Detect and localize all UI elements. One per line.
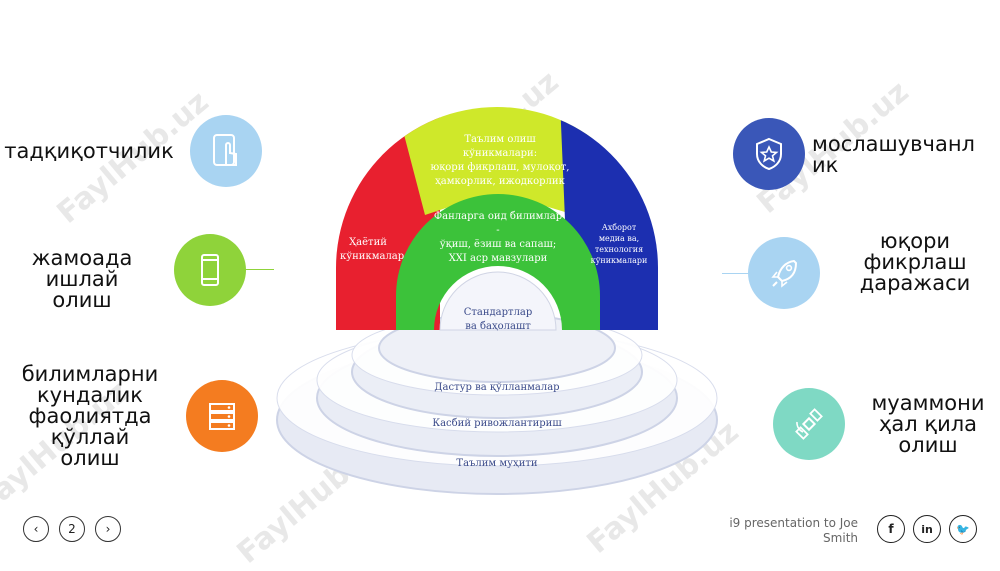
arch-green-text: Фанларга оид билимлар - ўқиш, ёзиш ва са… xyxy=(433,211,563,264)
connector-line xyxy=(722,273,750,274)
left-item-circle xyxy=(174,234,246,306)
shield-star-icon xyxy=(756,137,782,171)
arch-left-text: Ҳаётий кўникмалар xyxy=(340,237,405,262)
right-item-label: юқори фикрлаш даражаси xyxy=(859,229,971,295)
connector-line xyxy=(242,269,274,270)
ring-label: Таълим муҳити xyxy=(456,458,538,469)
presentation-credit: i9 presentation to Joe Smith xyxy=(729,516,858,545)
ring-label: Дастур ва қўлланмалар xyxy=(434,382,560,393)
server-icon xyxy=(209,403,235,430)
left-item-circle xyxy=(186,380,258,452)
rocket-icon xyxy=(771,259,798,288)
facebook-icon[interactable]: f xyxy=(877,515,905,543)
ring-label: Касбий ривожлантириш xyxy=(432,418,562,429)
next-slide-button[interactable]: › xyxy=(95,516,121,542)
arch-yellow-segment xyxy=(395,107,600,215)
left-item-label: билимларни кундалик фаолиятда қўллай оли… xyxy=(21,362,159,470)
right-item-label: мослашувчанл ик xyxy=(812,132,975,177)
tablet-touch-icon xyxy=(213,134,237,166)
left-item-circle xyxy=(190,115,262,187)
smartphone-icon xyxy=(201,254,219,286)
arch-right-text: Ахборот медиа ва, технология кўникмалари xyxy=(590,223,648,265)
right-item-circle xyxy=(773,388,845,460)
left-item-label: жамоада ишлай олиш xyxy=(31,246,133,312)
right-item-circle xyxy=(748,237,820,309)
satellite-icon xyxy=(795,408,823,440)
arch-center-text: Стандартлар ва баҳолашт xyxy=(463,307,533,332)
page-number: 2 xyxy=(59,516,85,542)
prev-slide-button[interactable]: ‹ xyxy=(23,516,49,542)
ring-platforms xyxy=(276,313,718,495)
arch-top-text: Таълим олиш кўникмалари: юқори фикрлаш, … xyxy=(430,134,570,187)
right-item-label: муаммони ҳал қила олиш xyxy=(871,391,985,457)
linkedin-icon[interactable]: in xyxy=(913,515,941,543)
twitter-icon[interactable]: 🐦 xyxy=(949,515,977,543)
left-item-label: тадқиқотчилик xyxy=(4,139,174,163)
right-item-circle xyxy=(733,118,805,190)
arch-green-segment xyxy=(396,194,600,330)
